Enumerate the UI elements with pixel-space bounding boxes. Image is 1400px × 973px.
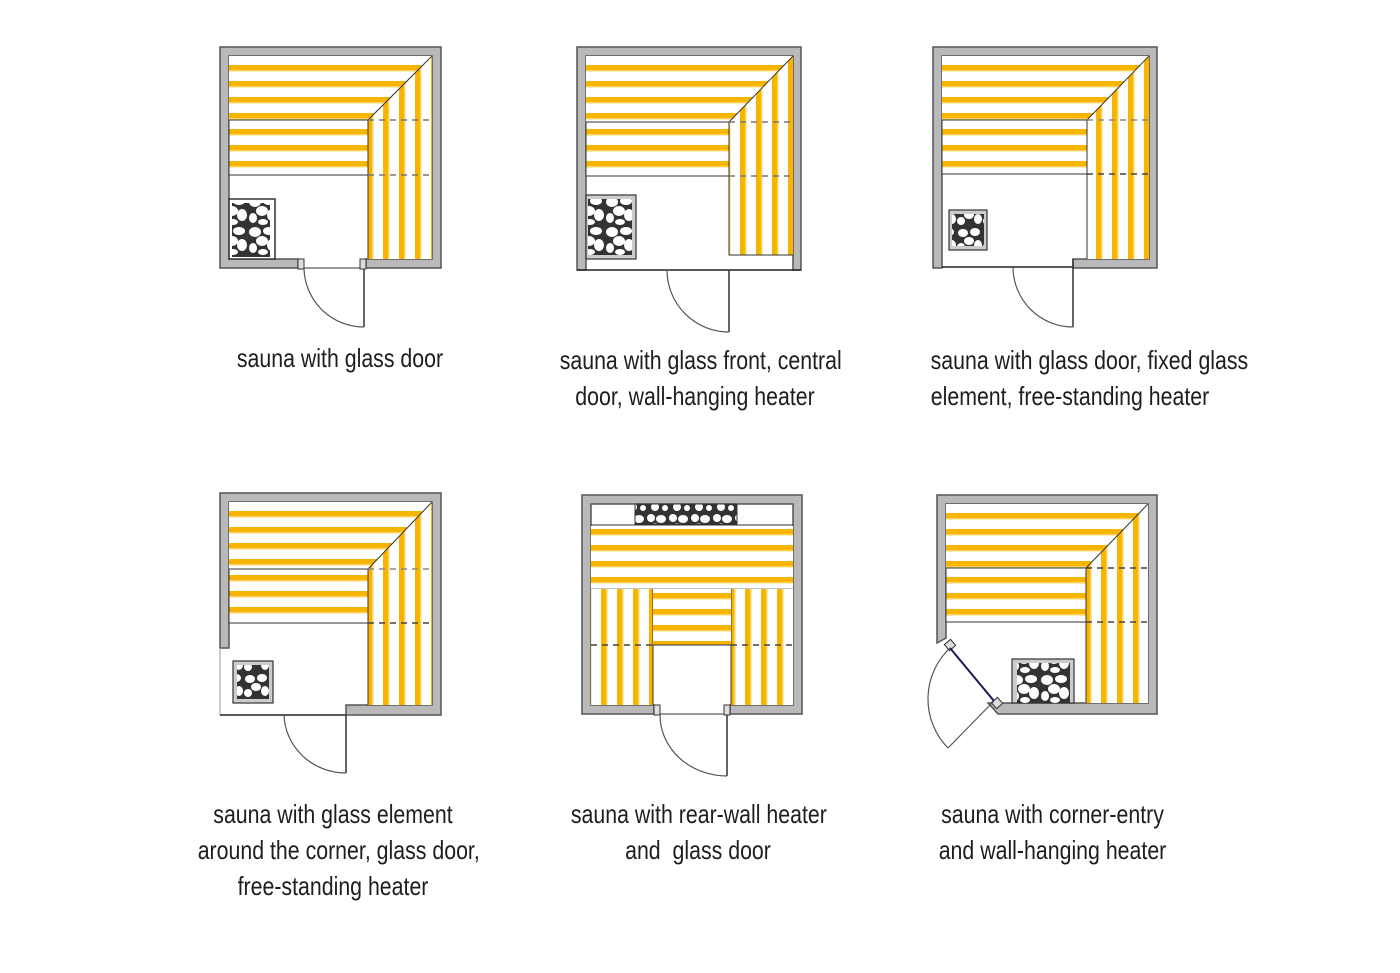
heater-icon (634, 503, 738, 525)
floor-plan-rear-wall-heater (580, 493, 806, 783)
caption-plan-2: sauna with glass front, central door, wa… (559, 345, 842, 411)
caption-plan-6: sauna with corner-entry and wall-hanging… (938, 799, 1167, 865)
floor-plan-glass-door-fixed-element (931, 45, 1163, 335)
floor-plan-corner-entry (920, 493, 1162, 758)
caption-plan-4: sauna with glass element around the corn… (197, 799, 480, 901)
caption-plan-3: sauna with glass door, fixed glass eleme… (930, 345, 1249, 411)
sauna-plan-4-diagram (219, 492, 442, 774)
floor-plan-glass-front (575, 45, 807, 335)
sauna-plan-6-diagram (927, 494, 1158, 749)
sauna-plan-2-diagram (576, 46, 802, 333)
sauna-plan-1-diagram (219, 46, 442, 328)
floor-plan-glass-corner-element (218, 491, 450, 781)
floor-plan-glass-door (218, 45, 448, 330)
caption-plan-1: sauna with glass door (236, 343, 444, 373)
caption-plan-5: sauna with rear-wall heater and glass do… (570, 799, 827, 865)
sauna-plan-5-diagram (581, 494, 803, 777)
sauna-plan-3-diagram (932, 46, 1158, 328)
